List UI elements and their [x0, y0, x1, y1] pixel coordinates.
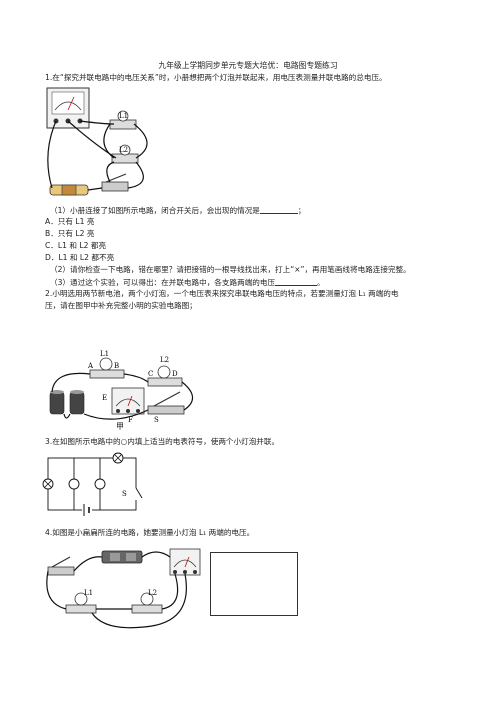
q1-part1: （1）小册连接了如图所示电路，闭合开关后，会出现的情况是 ；: [50, 205, 305, 216]
q4-stem: 4.如图是小扁扁所连的电路，她要测量小灯泡 L₁ 两端的电压。: [45, 528, 255, 537]
q3-stem: 3.在如图所示电路中的○内填上适当的电表符号，使两个小灯泡并联。: [45, 437, 280, 446]
q2-label-c: C: [148, 370, 153, 378]
q1-part3-text: （3）通过这个实验，可以得出：在并联电路中，各支路两端的电压: [50, 278, 276, 287]
q1-part3: （3）通过这个实验，可以得出：在并联电路中，各支路两端的电压 。: [50, 277, 325, 288]
q1-circuit-figure: L1 L2: [46, 87, 148, 196]
q2-label-l1: L1: [100, 350, 109, 358]
q2-circuit-figure: L1 A B L2 C D E F S: [49, 350, 194, 424]
q1-label-l2: L2: [119, 146, 128, 154]
q2-label-b: B: [114, 362, 119, 370]
q4-answer-box[interactable]: [210, 552, 298, 616]
q1-stem: 1.在“探究并联电路中的电压关系”时，小册想把两个灯泡并联起来，用电压表测量并联…: [45, 73, 387, 82]
q1-part1-answer-blank[interactable]: [259, 205, 298, 214]
q4-label-l1: L1: [84, 589, 93, 597]
q1-part1-end: ；: [297, 206, 306, 215]
q2-stem-line2: 压，请在图甲中补充完整小明的实验电路图；: [45, 301, 197, 310]
q1-option-d: D．L1 和 L2 都不亮: [45, 253, 115, 262]
q1-part2: （2）请你检查一下电路，错在哪里？请把接错的一根导线找出来，打上“×”，再用笔画…: [50, 265, 411, 274]
q2-stem-line1: 2.小明选用两节新电池，两个小灯泡，一个电压表来探究串联电路电压的特点，若要测量…: [45, 289, 399, 298]
q2-label-d: D: [172, 370, 178, 378]
q2-label-l2: L2: [160, 356, 169, 364]
q1-part3-answer-blank[interactable]: [275, 277, 318, 286]
q1-option-a: A．只有 L1 亮: [45, 217, 95, 226]
q4-circuit-figure: L1 L2: [46, 548, 201, 629]
q1-option-b: B．只有 L2 亮: [45, 229, 95, 238]
q1-part1-text: （1）小册连接了如图所示电路，闭合开关后，会出现的情况是: [50, 206, 260, 215]
q2-label-a: A: [87, 362, 94, 370]
q2-label-e: E: [102, 394, 107, 402]
q1-option-c: C．L1 和 L2 都亮: [45, 241, 107, 250]
q4-label-l2: L2: [148, 589, 157, 597]
q2-label-s: S: [154, 416, 159, 424]
q2-figure-caption: 甲: [116, 422, 124, 431]
q1-part3-end: 。: [317, 278, 325, 287]
q1-label-l1: L1: [119, 112, 128, 120]
q3-label-s: S: [122, 490, 127, 498]
page-title: 九年级上学期同步单元专题大培优：电路图专题练习: [158, 61, 338, 70]
q3-circuit-diagram: S: [42, 452, 143, 516]
q2-label-f: F: [128, 416, 133, 424]
